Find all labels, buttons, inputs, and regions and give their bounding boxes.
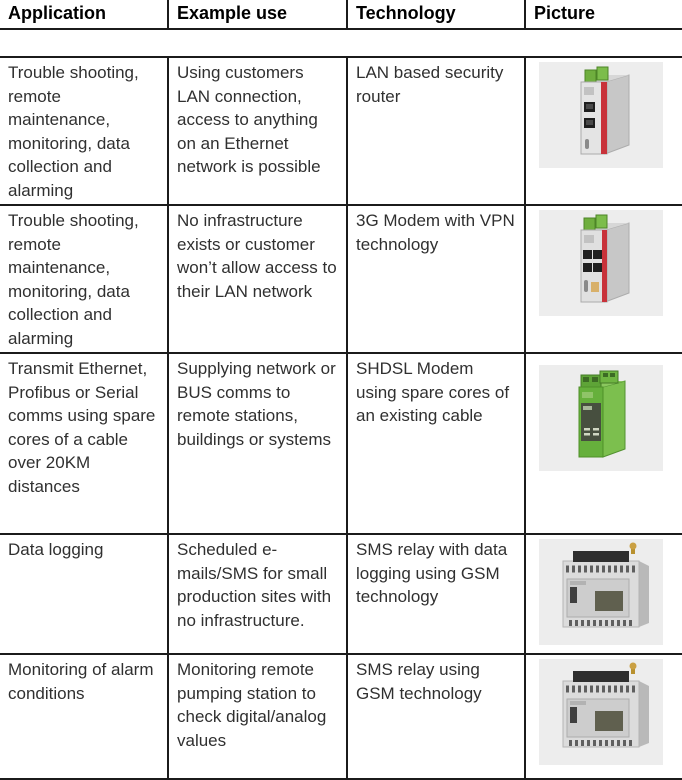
3g-vpn-modem-image bbox=[539, 210, 663, 316]
cell-application: Trouble shooting, remote maintenance, mo… bbox=[0, 56, 169, 206]
header-row: Application Example use Technology Pictu… bbox=[0, 0, 682, 30]
cell-picture bbox=[524, 204, 682, 354]
cell-picture bbox=[524, 533, 682, 655]
cell-technology: 3G Modem with VPN technology bbox=[346, 204, 526, 354]
cell-application: Transmit Ethernet, Profibus or Serial co… bbox=[0, 352, 169, 535]
table-row: Transmit Ethernet, Profibus or Serial co… bbox=[0, 352, 682, 535]
lan-security-router-image bbox=[539, 62, 663, 168]
header-table-gap bbox=[0, 30, 682, 56]
cell-example-use: Using customers LAN connection, access t… bbox=[167, 56, 348, 206]
cell-technology: SMS relay with data logging using GSM te… bbox=[346, 533, 526, 655]
header-example-use: Example use bbox=[167, 0, 348, 30]
cell-picture bbox=[524, 653, 682, 780]
cell-example-use: Scheduled e-mails/SMS for small producti… bbox=[167, 533, 348, 655]
header-application: Application bbox=[0, 0, 169, 30]
table-row: Trouble shooting, remote maintenance, mo… bbox=[0, 56, 682, 206]
cell-example-use: Monitoring remote pumping station to che… bbox=[167, 653, 348, 780]
table-header: Application Example use Technology Pictu… bbox=[0, 0, 682, 30]
cell-picture bbox=[524, 352, 682, 535]
shdsl-modem-image bbox=[539, 365, 663, 471]
cell-technology: LAN based security router bbox=[346, 56, 526, 206]
cell-application: Trouble shooting, remote maintenance, mo… bbox=[0, 204, 169, 354]
device-table: Trouble shooting, remote maintenance, mo… bbox=[0, 56, 682, 780]
cell-example-use: No infrastructure exists or customer won… bbox=[167, 204, 348, 354]
cell-example-use: Supplying network or BUS comms to remote… bbox=[167, 352, 348, 535]
cell-technology: SHDSL Modem using spare cores of an exis… bbox=[346, 352, 526, 535]
header-picture: Picture bbox=[524, 0, 682, 30]
header-technology: Technology bbox=[346, 0, 526, 30]
table-row: Data logging Scheduled e-mails/SMS for s… bbox=[0, 533, 682, 655]
cell-picture bbox=[524, 56, 682, 206]
sms-relay-datalogger-image bbox=[539, 539, 663, 645]
cell-technology: SMS relay using GSM technology bbox=[346, 653, 526, 780]
cell-application: Data logging bbox=[0, 533, 169, 655]
table-row: Monitoring of alarm conditions Monitorin… bbox=[0, 653, 682, 780]
sms-relay-image bbox=[539, 659, 663, 765]
table-row: Trouble shooting, remote maintenance, mo… bbox=[0, 204, 682, 354]
cell-application: Monitoring of alarm conditions bbox=[0, 653, 169, 780]
